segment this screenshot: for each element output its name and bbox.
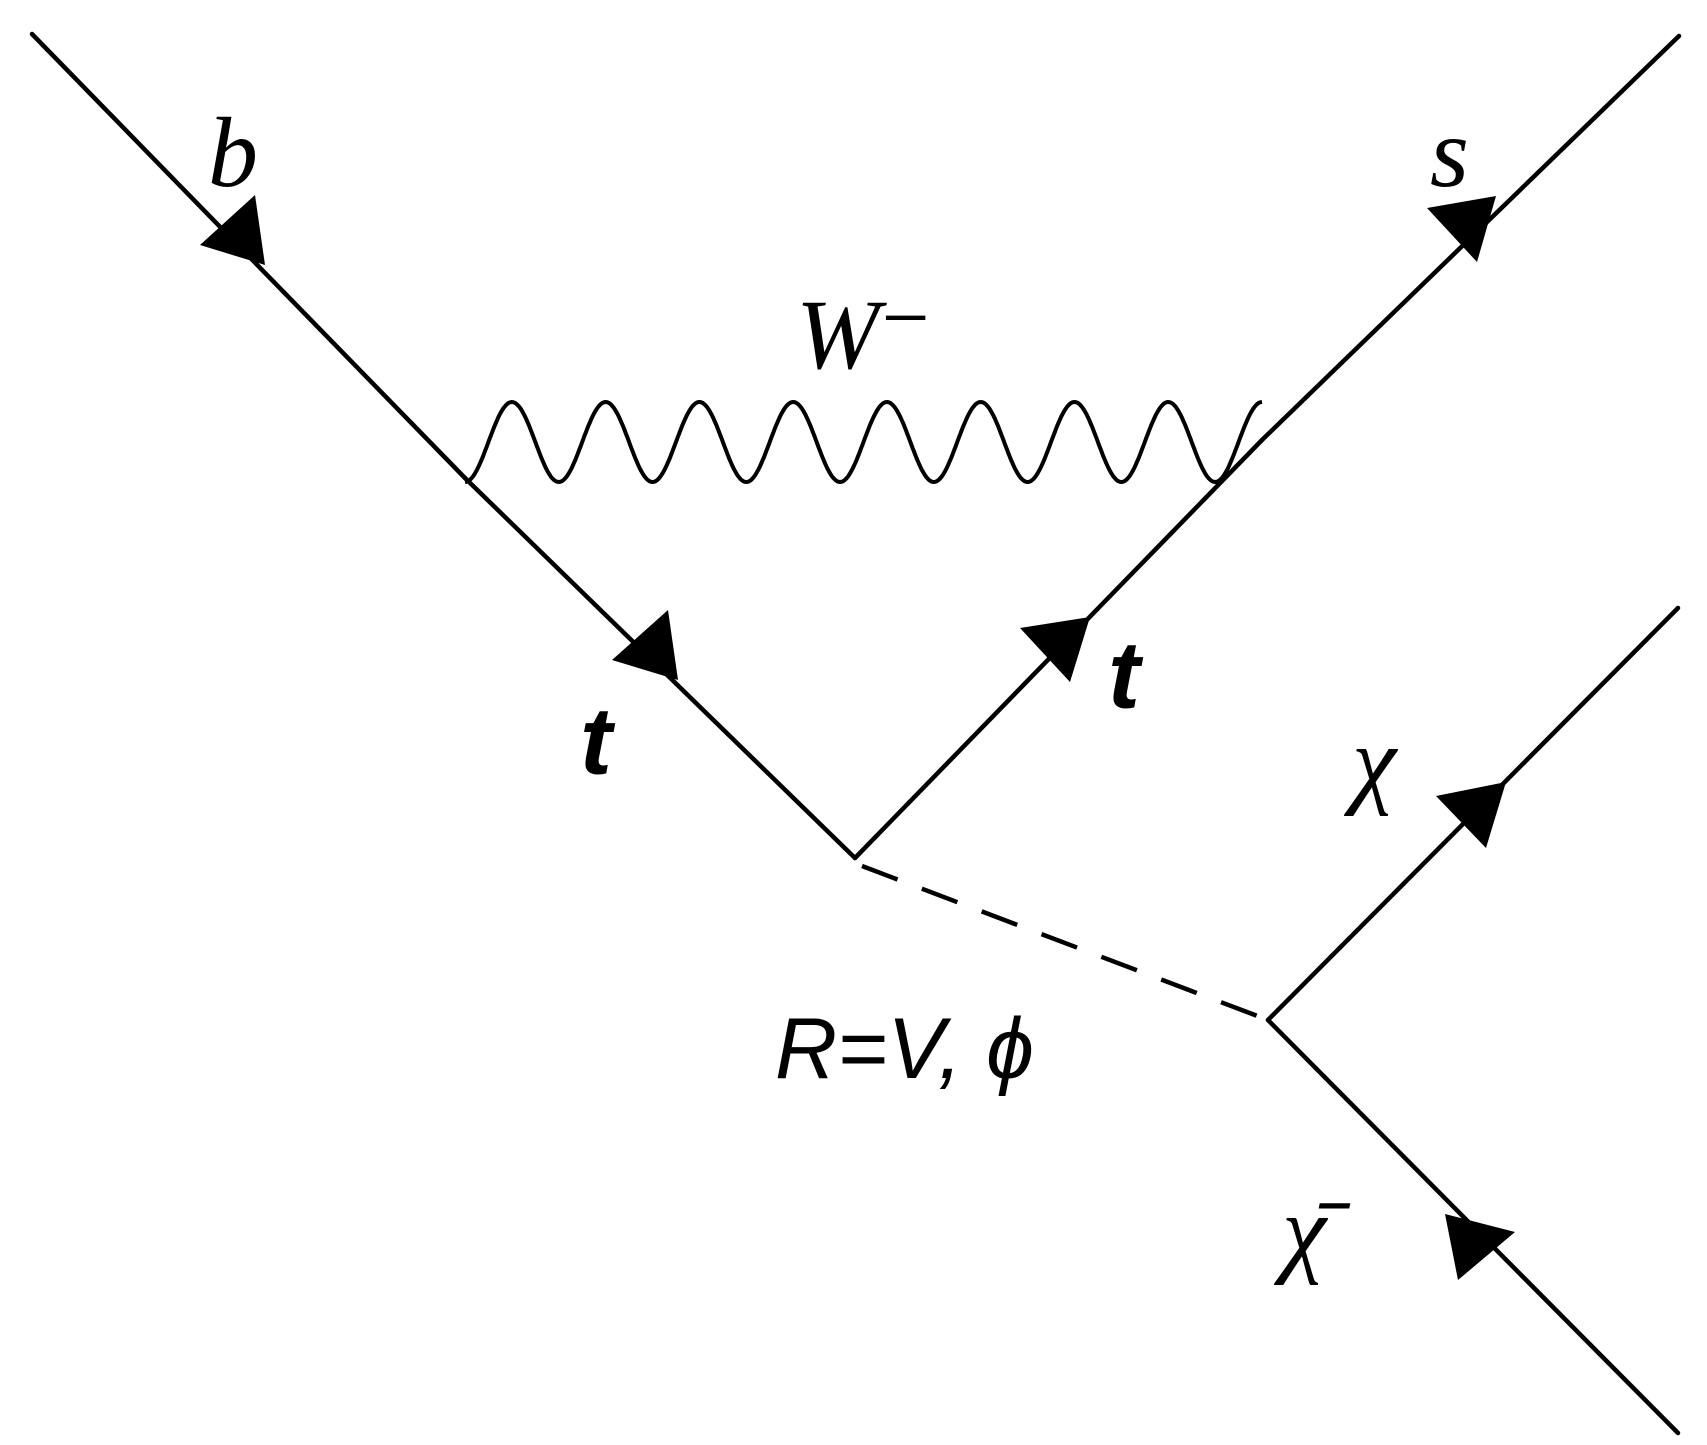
- label-chi: χ: [1343, 706, 1399, 817]
- t-right-arrow: [1020, 617, 1090, 682]
- label-mediator: R=V, ϕ: [775, 1001, 1034, 1097]
- chi-arrow: [1436, 782, 1506, 848]
- label-chibar: χ̄: [1273, 1175, 1351, 1286]
- mediator-dashed-line: [861, 863, 1269, 1023]
- t-left-arrow: [612, 610, 678, 680]
- s-arrow: [1427, 196, 1496, 262]
- label-w-boson: W⁻: [796, 279, 932, 390]
- label-s: s: [1430, 97, 1469, 208]
- w-boson-wavy-line: [464, 399, 1263, 485]
- b-arrow: [200, 195, 265, 265]
- label-t-right: t: [1108, 622, 1144, 729]
- label-b: b: [208, 97, 258, 208]
- chibar-arrow: [1445, 1214, 1515, 1280]
- label-t-left: t: [580, 688, 616, 795]
